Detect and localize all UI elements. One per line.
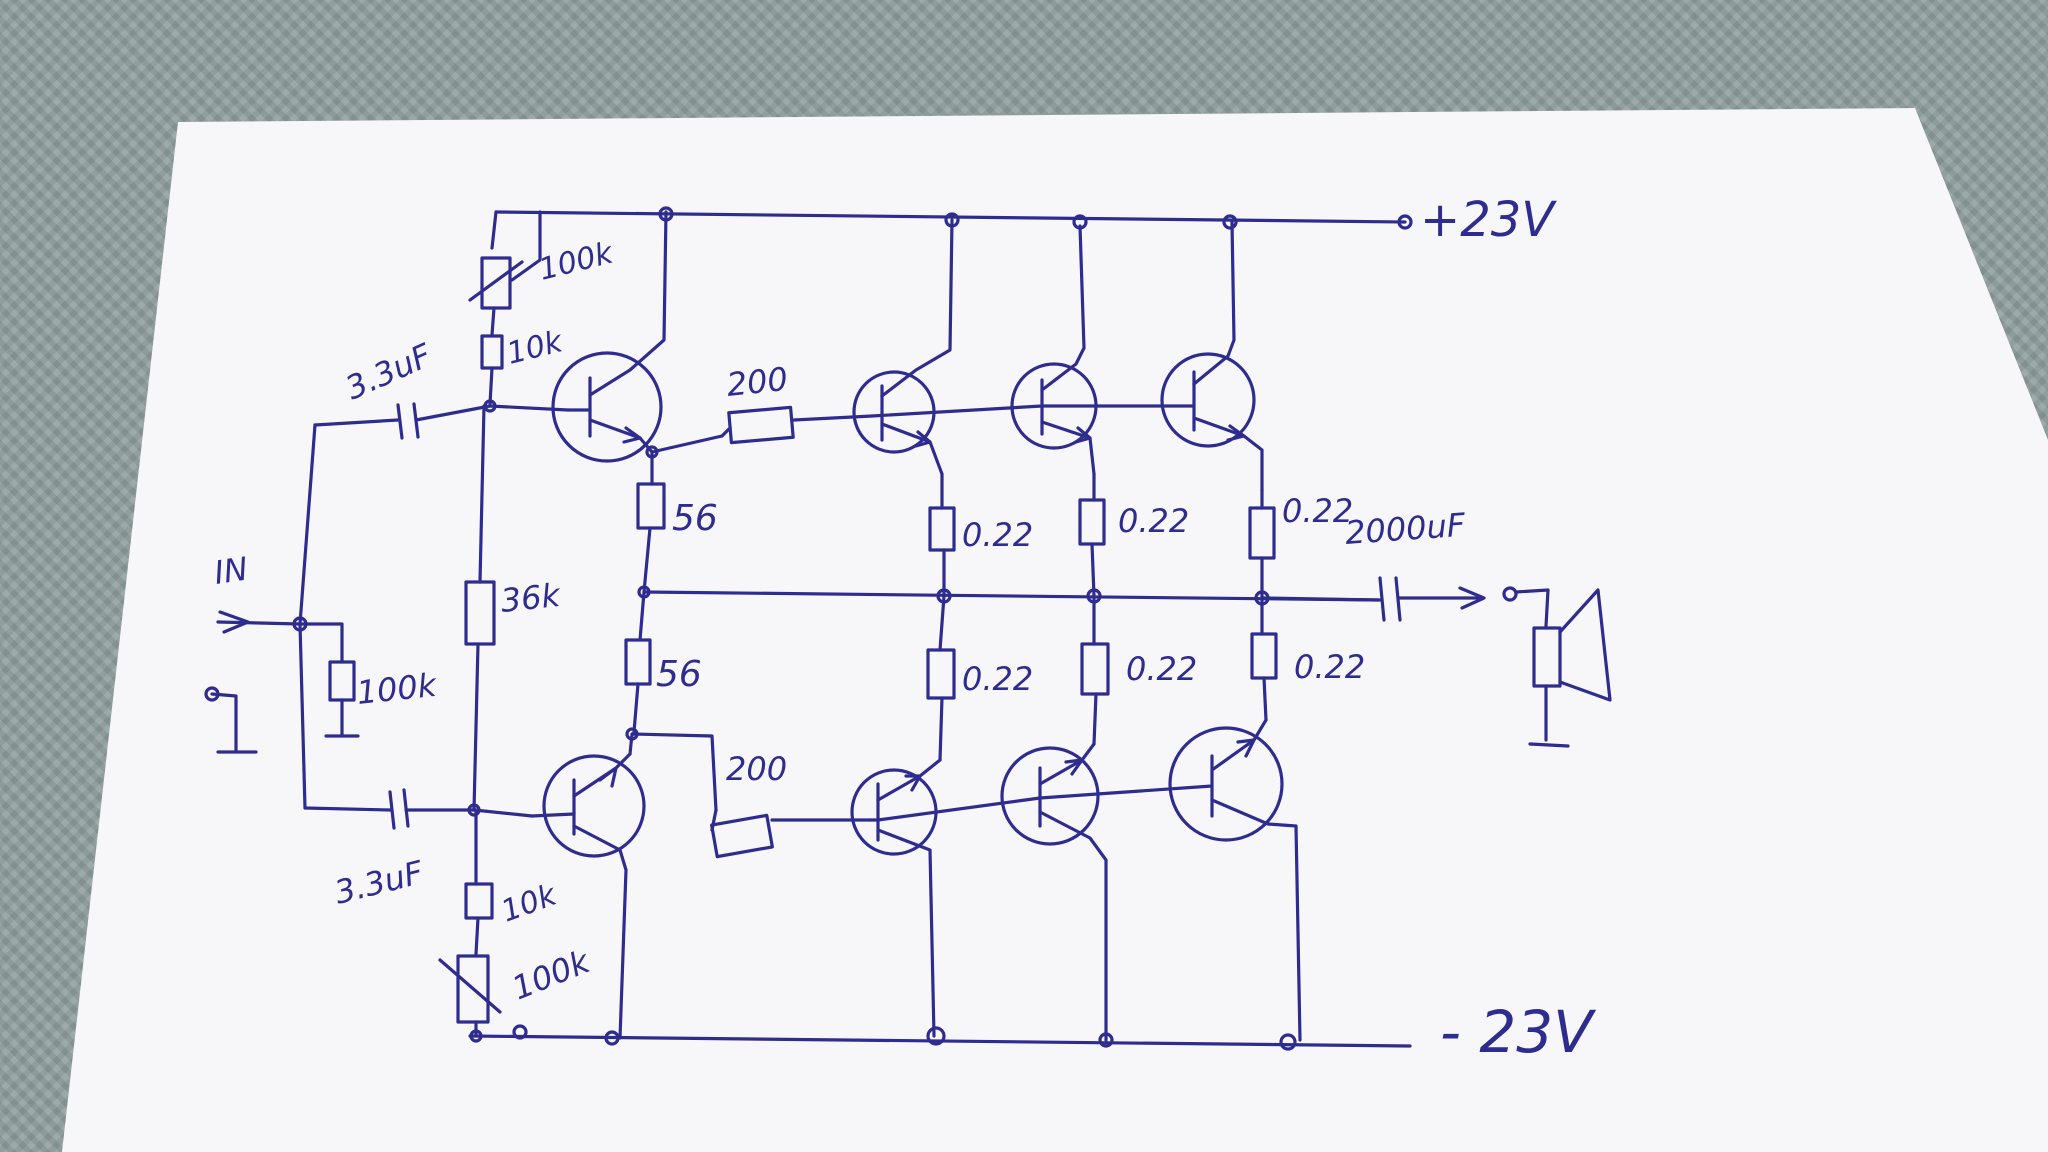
emitter-resistors-upper: [928, 472, 1276, 600]
label-r-emitter-top: 56: [672, 498, 718, 539]
label-re-upper-1: 0.22: [962, 516, 1033, 554]
label-cap-out: 2000uF: [1344, 506, 1467, 552]
label-re-upper-2: 0.22: [1118, 502, 1189, 540]
driver-emitter-chain: [624, 434, 724, 812]
input-capacitor-top: [313, 402, 492, 440]
driver-transistor-top: [551, 210, 668, 463]
emitter-resistors-lower: [926, 594, 1278, 762]
positive-rail: [494, 210, 1413, 230]
label-re-lower-3: 0.22: [1294, 648, 1365, 686]
label-re-lower-2: 0.22: [1126, 650, 1197, 688]
label-r-mid-bias: 36k: [499, 576, 563, 620]
label-r-driver-top: 200: [725, 360, 790, 404]
driver-transistor-bottom: [530, 752, 646, 1040]
ground-terminal: [204, 686, 258, 754]
bias-resistor-36k: [464, 580, 496, 646]
label-supply-positive: +23V: [1420, 192, 1557, 248]
label-input: IN: [212, 550, 250, 592]
paper-sheet: [62, 108, 2048, 1152]
label-re-upper-3: 0.22: [1282, 492, 1353, 530]
label-supply-negative: - 23V: [1440, 998, 1597, 1066]
output-transistor-lower-3: [1038, 718, 1302, 1042]
input-capacitor-bottom: [303, 788, 476, 830]
bias-chain: [438, 210, 570, 1043]
driver-resistor-top: [720, 405, 874, 445]
trim-pot-bottom: [456, 954, 490, 1024]
trim-pot-top: [480, 256, 512, 310]
output-transistor-upper-3: [1040, 220, 1264, 492]
input-resistor: [298, 622, 360, 738]
negative-rail: [468, 1034, 1412, 1048]
speaker-icon: [1514, 588, 1612, 748]
label-r-input: 100k: [355, 666, 440, 712]
output-capacitor: [1260, 576, 1518, 622]
label-r-emitter-bottom: 56: [656, 654, 702, 695]
label-r-driver-bottom: 200: [726, 750, 787, 788]
label-re-lower-1: 0.22: [962, 660, 1033, 698]
